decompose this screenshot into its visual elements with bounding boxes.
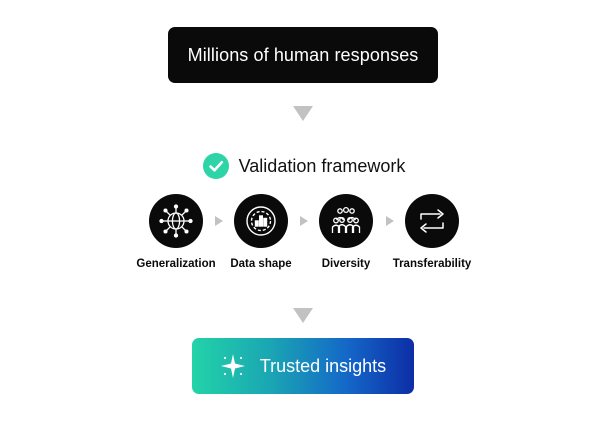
step-label: Transferability	[392, 258, 472, 270]
step-arrow-icon	[300, 216, 308, 226]
step-arrow-icon	[215, 216, 223, 226]
validation-label: Validation framework	[238, 155, 406, 176]
down-arrow-icon	[293, 308, 313, 323]
step-icon-circle	[149, 194, 203, 248]
step-arrow-icon	[386, 216, 394, 226]
step-diversity: Diversity	[291, 194, 401, 270]
check-circle-icon	[202, 153, 229, 179]
step-icon-circle	[234, 194, 288, 248]
validation-steps: Generalization Data shape	[0, 194, 608, 274]
step-transferability: Transferability	[377, 194, 487, 270]
globe-network-icon	[159, 204, 193, 238]
step-icon-circle	[405, 194, 459, 248]
step-data-shape: Data shape	[206, 194, 316, 270]
step-generalization: Generalization	[121, 194, 231, 270]
result-box-label: Trusted insights	[259, 355, 387, 376]
step-label: Diversity	[321, 258, 371, 270]
down-arrow-icon	[293, 106, 313, 121]
result-box: Trusted insights	[192, 338, 414, 394]
step-label: Data shape	[230, 258, 292, 270]
people-group-icon	[331, 206, 361, 233]
bar-chart-circle-icon	[246, 206, 276, 236]
swap-arrows-icon	[420, 209, 444, 233]
sparkle-icon	[220, 354, 245, 378]
source-box: Millions of human responses	[168, 27, 438, 83]
validation-header: Validation framework	[0, 151, 608, 181]
step-label: Generalization	[136, 258, 216, 270]
step-icon-circle	[319, 194, 373, 248]
source-box-label: Millions of human responses	[187, 44, 419, 65]
